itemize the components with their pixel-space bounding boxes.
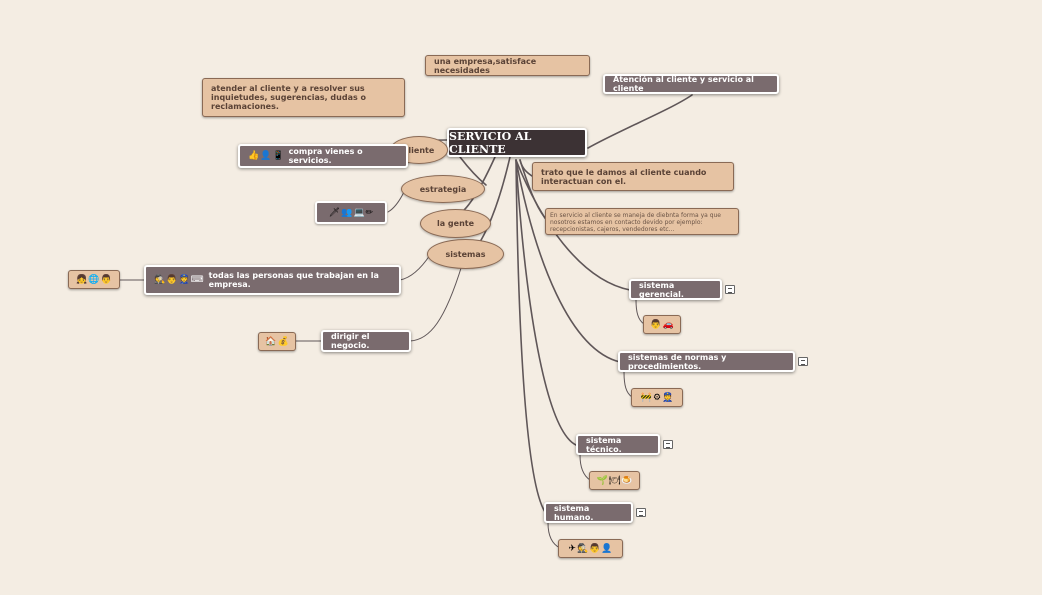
house-icon: 🏠 <box>265 336 277 347</box>
money-bag-icon: 💰 <box>277 336 289 347</box>
sword-icon: 🗡 <box>328 207 341 218</box>
topic-empresa[interactable]: una empresa,satisface necesidades <box>425 55 590 76</box>
topic-humano[interactable]: sistema humano. <box>544 502 633 523</box>
plant-icon: 🌱 <box>596 475 608 486</box>
normas-icons: 🚧 ⚙ 👮 <box>631 388 683 407</box>
globe-icon: 🌐 <box>88 274 100 285</box>
dish-icon: 🍽 <box>608 475 621 486</box>
topic-la-gente[interactable]: la gente <box>420 209 491 238</box>
link-atencion <box>587 94 693 149</box>
compra-icons: 👍 👤 📱 <box>248 150 284 161</box>
note-icon[interactable] <box>798 357 808 366</box>
phone-icon: 📱 <box>272 150 284 161</box>
link-estrategia <box>459 156 487 186</box>
man-icon: 👨 <box>100 274 112 285</box>
pencil-icon: ✏ <box>365 207 374 218</box>
root-topic[interactable]: SERVICIO AL CLIENTE <box>447 128 587 157</box>
personas-icons: 🕵 👨 👮 ⌨ <box>154 274 204 285</box>
computer-icon: 💻 <box>353 207 365 218</box>
person-icon: 👤 <box>260 150 272 161</box>
link-gerencial-icons <box>635 299 645 325</box>
note-icon[interactable] <box>663 440 673 449</box>
estrategia-icons: 🗡 👥 💻 ✏ <box>315 201 387 224</box>
person-icon: 👤 <box>601 543 613 554</box>
girl-icon: 👧 <box>76 274 88 285</box>
topic-compra[interactable]: 👍 👤 📱 compra vienes o servicios. <box>238 144 408 168</box>
keyboard-icon: ⌨ <box>190 274 204 285</box>
dirigir-icons: 🏠 💰 <box>258 332 296 351</box>
note-icon[interactable] <box>636 508 646 517</box>
man-icon: 👨 <box>650 319 662 330</box>
topic-trato[interactable]: trato que le damos al cliente cuando int… <box>532 162 734 191</box>
barrier-icon: 🚧 <box>640 392 652 403</box>
link-tecnico <box>515 159 577 446</box>
topic-atender[interactable]: atender al cliente y a resolver sus inqu… <box>202 78 405 117</box>
police-icon: 👮 <box>178 274 190 285</box>
police-icon: 👮 <box>662 392 674 403</box>
pudding-icon: 🍮 <box>621 475 633 486</box>
link-humano <box>515 159 546 513</box>
car-icon: 🚗 <box>662 319 674 330</box>
note-icon[interactable] <box>725 285 735 294</box>
link-dirigir <box>409 264 463 342</box>
link-personas <box>399 254 431 281</box>
spy-icon: 🕵 <box>154 274 166 285</box>
humano-icons: ✈ 🕵 👨 👤 <box>558 539 623 558</box>
personas-left-icons: 👧 🌐 👨 <box>68 270 120 289</box>
gear-icon: ⚙ <box>652 392 662 403</box>
link-tecnico-icons <box>579 454 591 481</box>
gerencial-icons: 👨 🚗 <box>643 315 681 334</box>
people-icon: 👥 <box>341 207 353 218</box>
topic-atencion[interactable]: Atención al cliente y servicio al client… <box>603 74 779 94</box>
thumbs-up-icon: 👍 <box>248 150 260 161</box>
topic-sistemas[interactable]: sistemas <box>427 239 504 269</box>
man-icon: 👨 <box>589 543 601 554</box>
spy-icon: 🕵 <box>576 543 589 554</box>
topic-gerencial[interactable]: sistema gerencial. <box>629 279 722 300</box>
link-normas-icons <box>623 371 633 398</box>
man-icon: 👨 <box>166 274 178 285</box>
topic-servicio-desc[interactable]: En servicio al cliente se maneja de dieb… <box>545 208 739 235</box>
plane-icon: ✈ <box>568 543 576 554</box>
topic-dirigir[interactable]: dirigir el negocio. <box>321 330 411 352</box>
topic-estrategia[interactable]: estrategia <box>401 175 485 203</box>
link-estrategia-icons <box>387 191 405 213</box>
link-gerencial <box>515 159 631 291</box>
topic-personas[interactable]: 🕵 👨 👮 ⌨ todas las personas que trabajan … <box>144 265 401 295</box>
tecnico-icons: 🌱 🍽 🍮 <box>589 471 640 490</box>
topic-tecnico[interactable]: sistema técnico. <box>576 434 660 455</box>
topic-normas[interactable]: sistemas de normas y procedimientos. <box>618 351 795 372</box>
link-normas <box>515 159 621 363</box>
link-sistemas <box>479 156 511 243</box>
